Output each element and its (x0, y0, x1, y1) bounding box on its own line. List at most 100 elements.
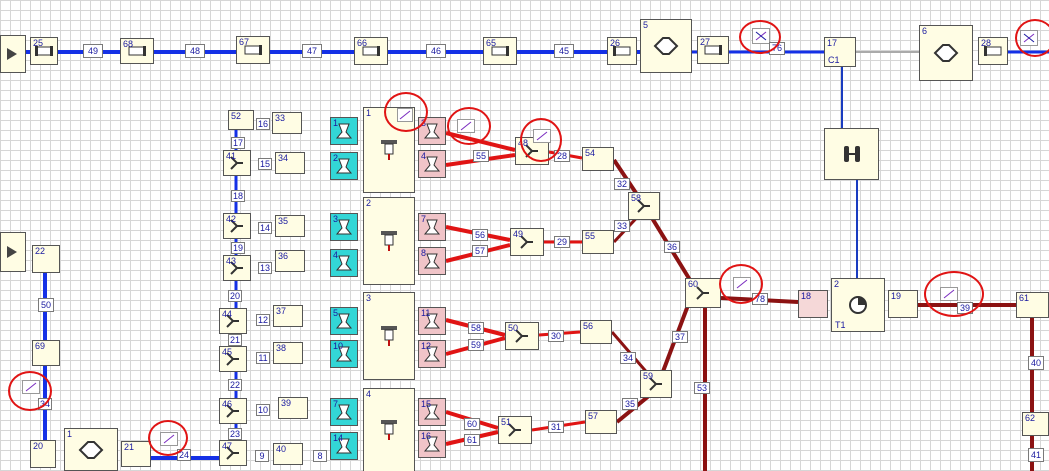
merge-splitter-59[interactable]: 59 (640, 370, 672, 398)
label-45[interactable]: 45 (554, 44, 574, 58)
merge-label-60[interactable]: 60 (464, 418, 480, 430)
right-block-61[interactable]: 61 (1016, 292, 1049, 318)
left-block-38[interactable]: 38 (273, 342, 303, 364)
merge-label-31[interactable]: 31 (548, 421, 564, 433)
top-block-28[interactable]: 28 (978, 37, 1008, 65)
merge-label-57[interactable]: 57 (472, 245, 488, 257)
exhaust-valve-15[interactable]: 15 (418, 398, 446, 426)
merge-label-58[interactable]: 58 (468, 322, 484, 334)
left-label-15[interactable]: 15 (258, 158, 272, 170)
merge-block-57[interactable]: 57 (585, 410, 617, 434)
top-block-25[interactable]: 25 (30, 37, 58, 65)
left-label-9[interactable]: 9 (255, 450, 269, 462)
left-label-21[interactable]: 21 (228, 334, 242, 346)
splitter-45[interactable]: 45 (219, 346, 247, 372)
top-block-65[interactable]: 65 (483, 37, 517, 65)
merge-label-37[interactable]: 37 (672, 331, 688, 343)
left-label-19[interactable]: 19 (231, 242, 245, 254)
right-block-62[interactable]: 62 (1022, 412, 1049, 436)
merge-splitter-58[interactable]: 58 (628, 192, 660, 220)
splitter-43[interactable]: 43 (223, 255, 251, 281)
cylinder-block-4[interactable]: 4 (363, 388, 415, 471)
exhaust-valve-4[interactable]: 4 (418, 150, 446, 178)
splitter-46[interactable]: 46 (219, 398, 247, 424)
lower-block-22[interactable]: 22 (32, 245, 60, 273)
left-block-36[interactable]: 36 (275, 250, 305, 272)
top-block-68[interactable]: 68 (120, 38, 154, 64)
intake-valve-1[interactable]: 1 (330, 117, 358, 145)
merge-label-29[interactable]: 29 (554, 236, 570, 248)
left-block-39[interactable]: 39 (278, 397, 308, 419)
top-block-27[interactable]: 27 (697, 36, 729, 64)
label-49[interactable]: 49 (83, 44, 103, 58)
left-label-22[interactable]: 22 (228, 379, 242, 391)
top-block-66[interactable]: 66 (354, 37, 388, 65)
plenum-block-6[interactable]: 6 (919, 25, 973, 81)
exhaust-valve-11[interactable]: 11 (418, 307, 446, 335)
right-label-41[interactable]: 41 (1028, 448, 1044, 462)
label-46[interactable]: 46 (426, 44, 446, 58)
turbine-outlet-19[interactable]: 19 (888, 290, 918, 318)
splitter-42[interactable]: 42 (223, 213, 251, 239)
splitter-41[interactable]: 41 (223, 150, 251, 176)
left-label-18[interactable]: 18 (231, 190, 245, 202)
label-47[interactable]: 47 (302, 44, 322, 58)
merge-label-55[interactable]: 55 (473, 150, 489, 162)
splitter-47[interactable]: 47 (219, 440, 247, 466)
lower-block-21[interactable]: 21 (121, 441, 151, 467)
left-block-37[interactable]: 37 (273, 305, 303, 327)
intercooler-block[interactable] (824, 128, 879, 180)
lower-block-20[interactable]: 20 (30, 440, 56, 468)
merge-label-36[interactable]: 36 (664, 241, 680, 253)
plenum-block-1[interactable]: 1 (64, 428, 118, 471)
compressor-inlet-17[interactable]: 17 C1 (824, 37, 856, 67)
left-label-10[interactable]: 10 (256, 404, 270, 416)
top-block-26[interactable]: 26 (607, 37, 637, 65)
exhaust-valve-16[interactable]: 16 (418, 430, 446, 458)
lower-label-50[interactable]: 50 (38, 298, 54, 312)
turbine-inlet-18[interactable]: 18 (798, 290, 828, 318)
engine-port-lower[interactable] (0, 232, 26, 272)
merge-block-56[interactable]: 56 (580, 320, 612, 344)
merge-label-32[interactable]: 32 (614, 178, 630, 190)
left-label-14[interactable]: 14 (258, 222, 272, 234)
intake-valve-4[interactable]: 4 (330, 249, 358, 277)
lower-block-69[interactable]: 69 (32, 340, 60, 366)
turbocharger-block[interactable]: 2 T1 (831, 278, 885, 332)
right-label-40[interactable]: 40 (1028, 356, 1044, 370)
merge-label-56[interactable]: 56 (472, 229, 488, 241)
left-label-23[interactable]: 23 (228, 428, 242, 440)
left-label-8[interactable]: 8 (313, 450, 327, 462)
left-label-20[interactable]: 20 (228, 290, 242, 302)
merge-label-35[interactable]: 35 (622, 398, 638, 410)
engine-port-left[interactable] (0, 35, 26, 73)
merge-splitter-51[interactable]: 51 (498, 416, 532, 444)
cylinder-block-2[interactable]: 2 (363, 197, 415, 285)
intake-valve-5[interactable]: 5 (330, 307, 358, 335)
cylinder-block-3[interactable]: 3 (363, 292, 415, 380)
plenum-block-5[interactable]: 5 (640, 19, 692, 73)
left-label-17[interactable]: 17 (231, 137, 245, 149)
intake-valve-10[interactable]: 10 (330, 340, 358, 368)
intake-valve-3[interactable]: 3 (330, 213, 358, 241)
intake-valve-14[interactable]: 14 (330, 432, 358, 460)
left-label-16[interactable]: 16 (256, 118, 270, 130)
merge-block-55[interactable]: 55 (582, 230, 614, 254)
exhaust-valve-8[interactable]: 8 (418, 247, 446, 275)
left-label-13[interactable]: 13 (258, 262, 272, 274)
left-block-40[interactable]: 40 (273, 443, 303, 465)
merge-label-33[interactable]: 33 (614, 220, 630, 232)
label-48[interactable]: 48 (185, 44, 205, 58)
merge-splitter-60[interactable]: 60 (685, 278, 721, 308)
splitter-44[interactable]: 44 (219, 308, 247, 334)
merge-block-54[interactable]: 54 (582, 147, 614, 171)
merge-label-61[interactable]: 61 (464, 434, 480, 446)
intake-valve-2[interactable]: 2 (330, 152, 358, 180)
intake-valve-13[interactable]: 7 (330, 398, 358, 426)
left-block-34[interactable]: 34 (275, 152, 305, 174)
left-block-35[interactable]: 35 (275, 215, 305, 237)
merge-splitter-49[interactable]: 49 (510, 228, 544, 256)
merge-label-30[interactable]: 30 (548, 330, 564, 342)
merge-label-59[interactable]: 59 (468, 339, 484, 351)
exhaust-valve-12[interactable]: 12 (418, 340, 446, 368)
